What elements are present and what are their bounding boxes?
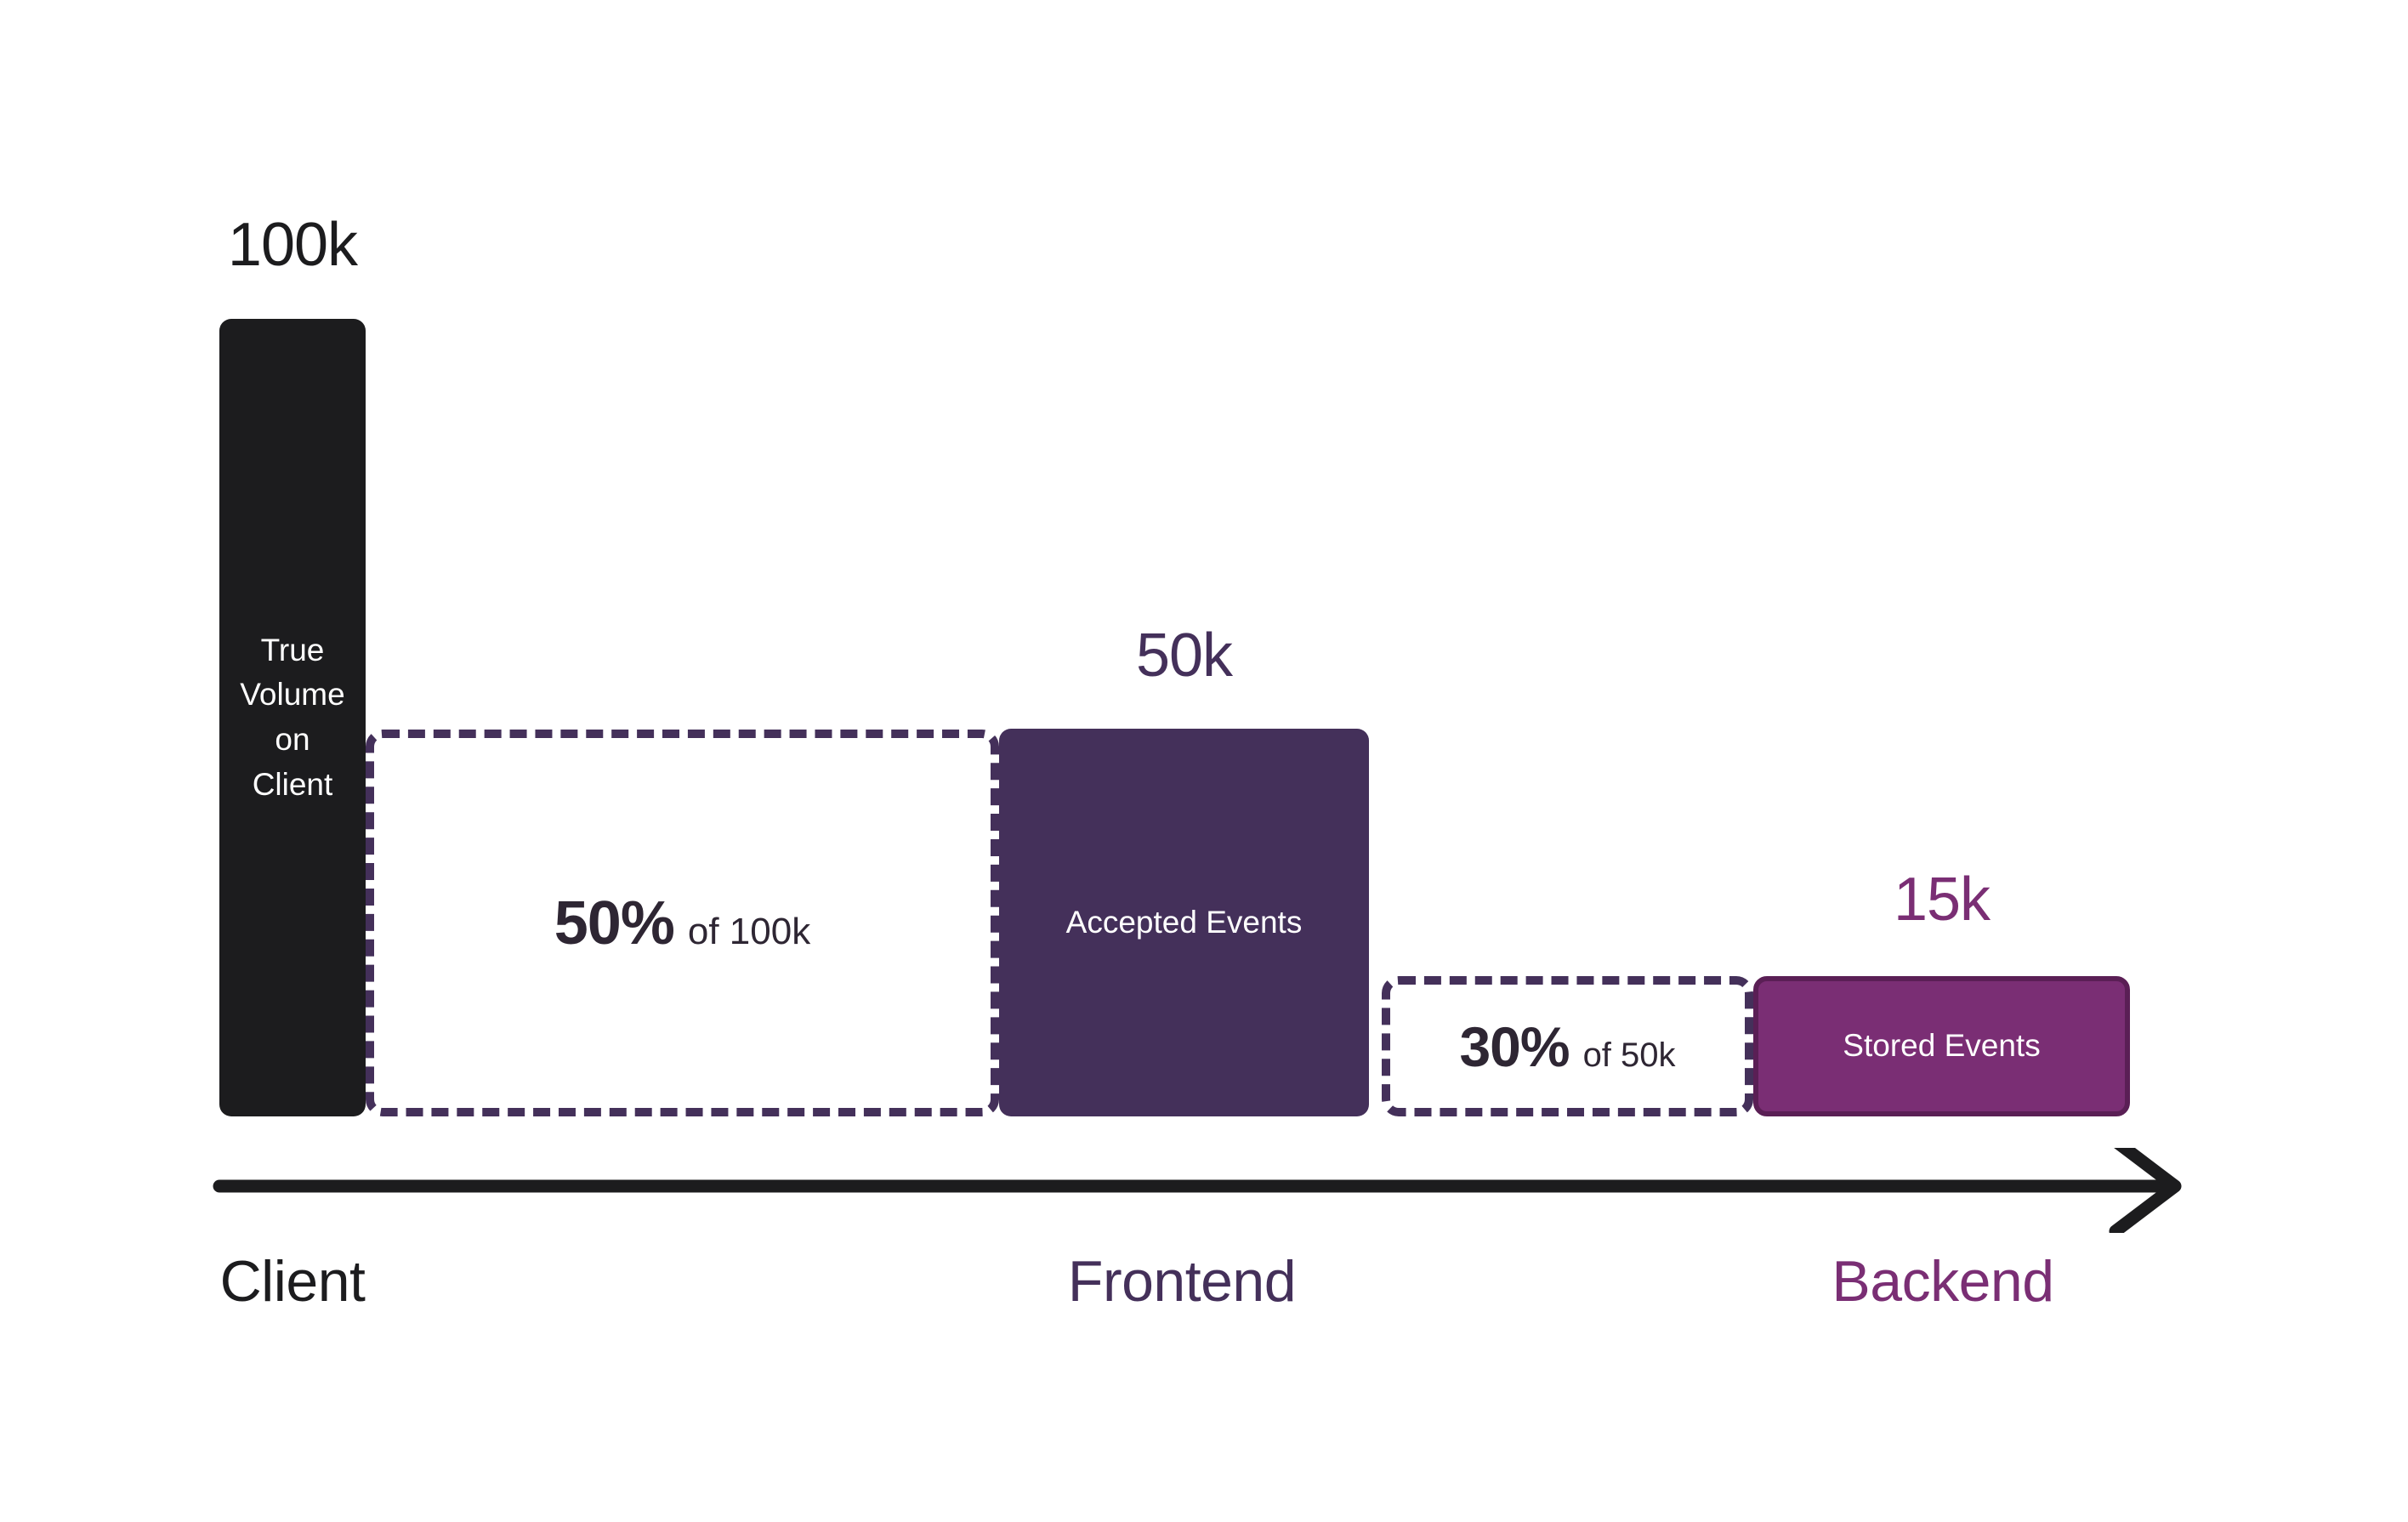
dropoff-box-client-to-frontend: 50% of 100k <box>366 730 999 1116</box>
dropoff-percent-2: 30% <box>1459 1014 1570 1078</box>
arrow-right-icon <box>2109 1148 2182 1233</box>
dropoff-of-2: of 50k <box>1582 1036 1676 1074</box>
dropoff-text-2: 30% of 50k <box>1459 1019 1675 1075</box>
stage-label-frontend: Frontend <box>1067 1249 1297 1314</box>
dropoff-text-1: 50% of 100k <box>554 893 810 954</box>
stage-label-client: Client <box>219 1249 366 1314</box>
bar-label-client: True Volume on Client <box>240 632 345 802</box>
bar-frontend: Accepted Events <box>999 729 1369 1116</box>
stage-label-backend: Backend <box>1832 1249 2054 1314</box>
bar-label-backend: Stored Events <box>1843 1028 2041 1064</box>
value-label-frontend: 50k <box>1135 622 1233 690</box>
value-label-client: 100k <box>227 211 358 279</box>
dropoff-box-frontend-to-backend: 30% of 50k <box>1382 976 1753 1116</box>
axis-arrow-line <box>213 1148 2182 1233</box>
bar-label-frontend: Accepted Events <box>1065 904 1303 940</box>
bar-backend: Stored Events <box>1753 976 2130 1116</box>
bar-client: True Volume on Client <box>219 319 366 1116</box>
value-label-backend: 15k <box>1893 866 1991 934</box>
dropoff-percent-1: 50% <box>554 889 675 957</box>
dropoff-of-1: of 100k <box>687 910 811 952</box>
